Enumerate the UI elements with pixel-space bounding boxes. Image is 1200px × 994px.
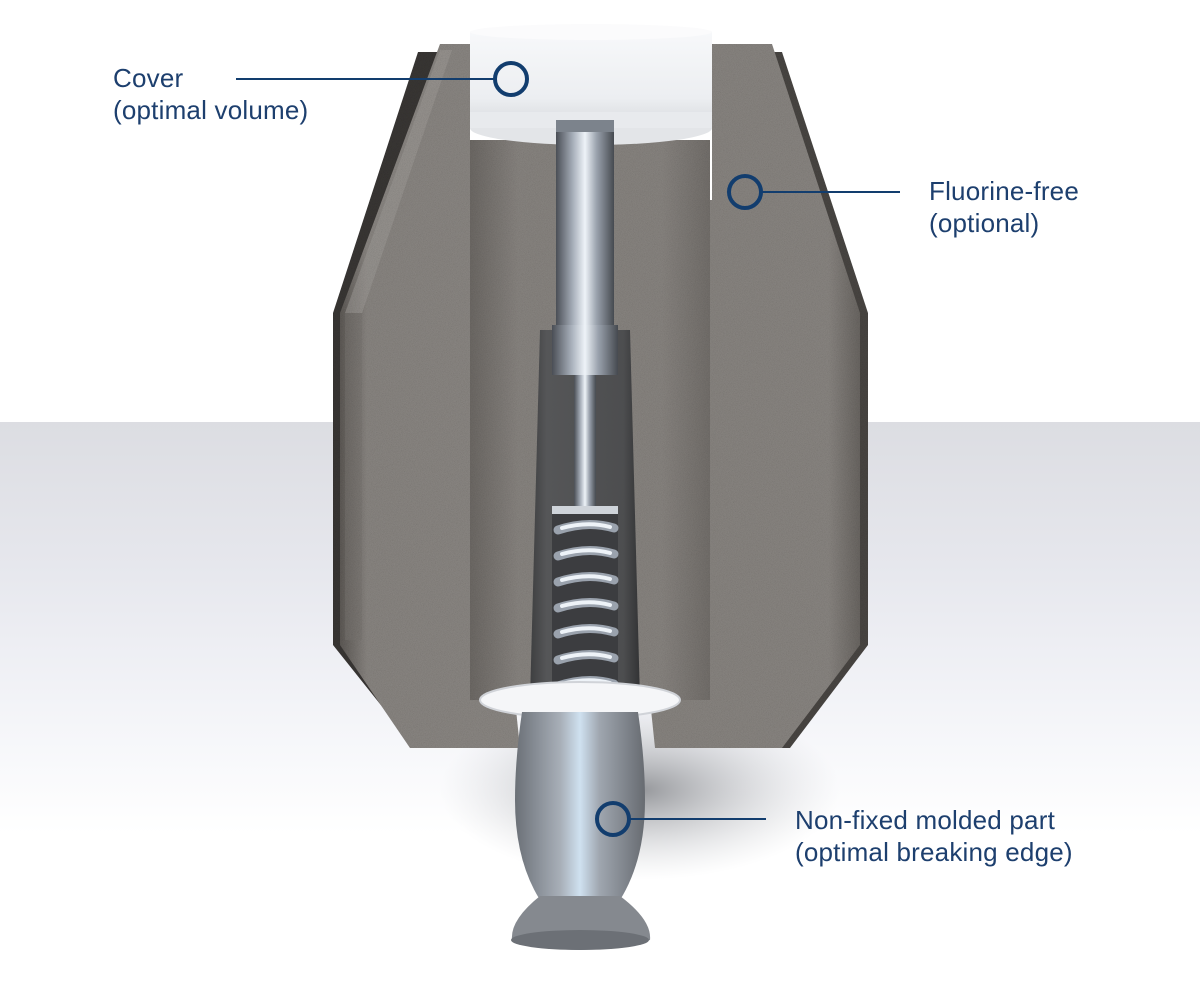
label-fluorine-subtitle: (optional) bbox=[929, 208, 1040, 238]
callout-cover bbox=[236, 61, 529, 97]
label-molded-title: Non-fixed molded part bbox=[795, 805, 1055, 835]
sleeve bbox=[530, 330, 640, 700]
molded-part bbox=[479, 681, 681, 950]
label-cover: Cover (optimal volume) bbox=[113, 62, 308, 126]
label-cover-title: Cover bbox=[113, 63, 184, 93]
callout-fluorine bbox=[727, 174, 900, 210]
label-cover-subtitle: (optimal volume) bbox=[113, 95, 309, 125]
marker-circle-icon bbox=[595, 801, 631, 837]
label-fluorine-title: Fluorine-free bbox=[929, 176, 1079, 206]
label-fluorine: Fluorine-free (optional) bbox=[929, 175, 1079, 239]
spring bbox=[553, 520, 619, 691]
label-molded: Non-fixed molded part (optimal breaking … bbox=[795, 804, 1073, 868]
label-molded-subtitle: (optimal breaking edge) bbox=[795, 837, 1073, 867]
marker-circle-icon bbox=[727, 174, 763, 210]
callout-molded bbox=[595, 801, 766, 837]
marker-circle-icon bbox=[493, 61, 529, 97]
